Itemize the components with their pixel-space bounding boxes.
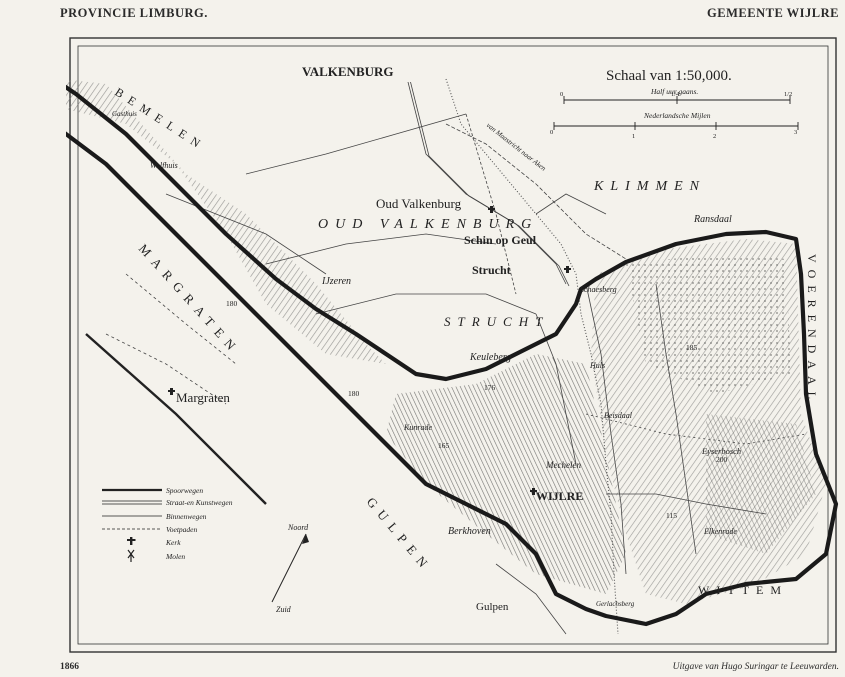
legend-church-icon [127, 537, 136, 545]
north-arrow: Noord Zuid [271, 523, 309, 614]
scale-bar2-caption: Nederlandsche Mijlen [643, 111, 711, 120]
scale-bar2-tick-1: 1 [632, 133, 635, 140]
legend-label-3: Voetpaden [166, 525, 197, 534]
railway-line [85, 333, 267, 505]
place-kunrade: Kunrade [403, 423, 432, 432]
north-arrow-head-icon [302, 534, 309, 544]
elevation-1: 180 [226, 299, 238, 308]
elevation-3: 176 [484, 383, 496, 392]
elevation-7: 180 [348, 389, 360, 398]
inner-border [77, 45, 829, 645]
elevation-5: 200 [716, 455, 728, 464]
place-wijlre: WIJLRE [536, 489, 583, 503]
place-ransdaal: Ransdaal [693, 214, 732, 225]
map-canvas: Schaal van 1:50,000. Half uur gaans. 0 1… [8, 37, 839, 653]
scale-bar2-tick-3: 3 [794, 129, 797, 136]
place-margraten: Margraten [176, 390, 230, 405]
north-label: Noord [287, 523, 309, 532]
legend: Spoorwegen Straat-en Kunstwegen Binnenwe… [102, 486, 233, 562]
place-gasthuis: Gasthuis [112, 110, 137, 118]
place-ijzeren: IJzeren [321, 276, 351, 287]
scale-bar1-tick-0: 0 [560, 91, 563, 98]
road-label-maastricht-aken: van Maastricht naar Aken [485, 121, 548, 173]
label-oud-valkenburg-region: OUD VALKENBURG [318, 217, 538, 232]
place-berkhoven: Berkhoven [448, 526, 491, 537]
place-elkenrade: Elkenrade [703, 527, 737, 536]
elevation-2: 185 [686, 343, 698, 352]
elevation-6: 115 [666, 511, 677, 520]
label-gulpen-region: GULPEN [364, 494, 435, 575]
place-oud-valkenburg: Oud Valkenburg [376, 196, 462, 211]
outer-border [69, 37, 837, 653]
scale-title: Schaal van 1:50,000. [606, 68, 732, 84]
place-strucht: Strucht [472, 263, 511, 277]
place-wolfhuis: Wolfhuis [150, 161, 178, 170]
label-valkenburg: VALKENBURG [302, 64, 394, 79]
place-eyserbosch: Eyserbosch [701, 446, 741, 456]
place-mechelen: Mechelen [545, 460, 581, 470]
footer-publisher: Uitgave van Hugo Suringar te Leeuwarden. [672, 662, 839, 672]
footer-year: 1866 [60, 662, 79, 672]
place-schin-op-geul: Schin op Geul [464, 233, 537, 247]
label-wittem: WITTEM [698, 583, 788, 597]
label-voerendaal: VOERENDAAL [805, 254, 819, 406]
scale-bar1-tick-2: 1/2 [784, 91, 792, 98]
label-klimmen: KLIMMEN [593, 179, 706, 194]
place-gerlachsberg: Gerlachsberg [596, 600, 635, 608]
south-label: Zuid [276, 605, 292, 614]
place-keuleberg: Keuleberg [469, 352, 511, 363]
place-schaesberg: Schaesberg [580, 285, 617, 294]
legend-label-0: Spoorwegen [166, 486, 203, 495]
scale-box: Schaal van 1:50,000. Half uur gaans. 0 1… [550, 68, 799, 140]
place-beisdaal: Beisdaal [604, 411, 633, 420]
legend-label-4: Kerk [165, 538, 181, 547]
place-huls: Huls [589, 361, 605, 370]
scale-bar1-caption: Half uur gaans. [650, 87, 698, 96]
legend-label-2: Binnenwegen [166, 512, 207, 521]
municipality-title: GEMEENTE WIJLRE [707, 6, 839, 20]
scale-bar2-tick-0: 0 [550, 129, 553, 136]
province-title: PROVINCIE LIMBURG. [60, 6, 208, 20]
river-geul [445, 78, 619, 635]
legend-label-5: Molen [165, 552, 185, 561]
municipality-boundary [8, 61, 839, 627]
map-frame: Schaal van 1:50,000. Half uur gaans. 0 1… [8, 34, 840, 656]
place-gulpen: Gulpen [476, 601, 509, 613]
legend-label-1: Straat-en Kunstwegen [166, 498, 233, 507]
scale-bar2-tick-2: 2 [713, 133, 716, 140]
scale-bar1-tick-1: 1/4 [671, 91, 680, 98]
elevation-4: 165 [438, 441, 450, 450]
elevations: 180 185 176 165 200 115 180 [226, 299, 728, 520]
church-markers [168, 206, 571, 495]
legend-mill-icon [127, 549, 135, 562]
label-strucht-region: STRUCHT [444, 314, 549, 329]
